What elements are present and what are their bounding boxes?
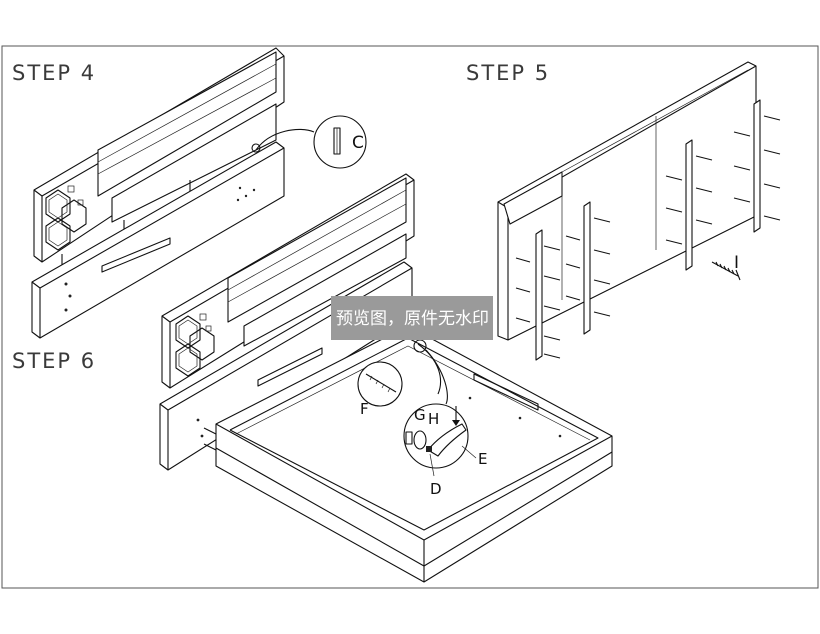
part-label-i: I [734, 253, 739, 273]
step6-headboard-top [161, 173, 415, 389]
callout-c: C [251, 115, 367, 169]
part-label-c: C [352, 133, 364, 153]
part-label-g: G [414, 406, 426, 424]
part-label-f: F [360, 400, 369, 418]
step5-screws [515, 115, 781, 359]
step6-title: STEP 6 [12, 349, 96, 373]
watermark-background [331, 296, 493, 340]
preview-watermark: 预览图，原件无水印 [331, 296, 493, 340]
step4-headboard-bottom [31, 141, 285, 339]
step4-title: STEP 4 [12, 61, 96, 85]
step5-title: STEP 5 [466, 61, 550, 85]
step6-honeycomb-panel [175, 313, 215, 377]
part-label-e: E [478, 450, 487, 468]
callout-f: F [357, 343, 442, 418]
part-label-h: H [428, 410, 439, 428]
step4-diagram: STEP 4 [12, 47, 367, 339]
step5-diagram: STEP 5 [466, 61, 781, 361]
step6-diagram: STEP 6 [12, 173, 613, 583]
step5-headboard-back [497, 61, 757, 341]
arrow-down-icon [452, 406, 460, 426]
step5-slats [535, 99, 761, 361]
part-label-d: D [430, 480, 442, 498]
step4-honeycomb-panel [45, 185, 87, 251]
part-i-screw: I [711, 253, 741, 281]
watermark-text: 预览图，原件无水印 [336, 309, 489, 329]
step4-headboard-top [33, 47, 285, 268]
sheet-frame [1, 45, 819, 589]
callout-dehg: G H D E [403, 339, 487, 498]
